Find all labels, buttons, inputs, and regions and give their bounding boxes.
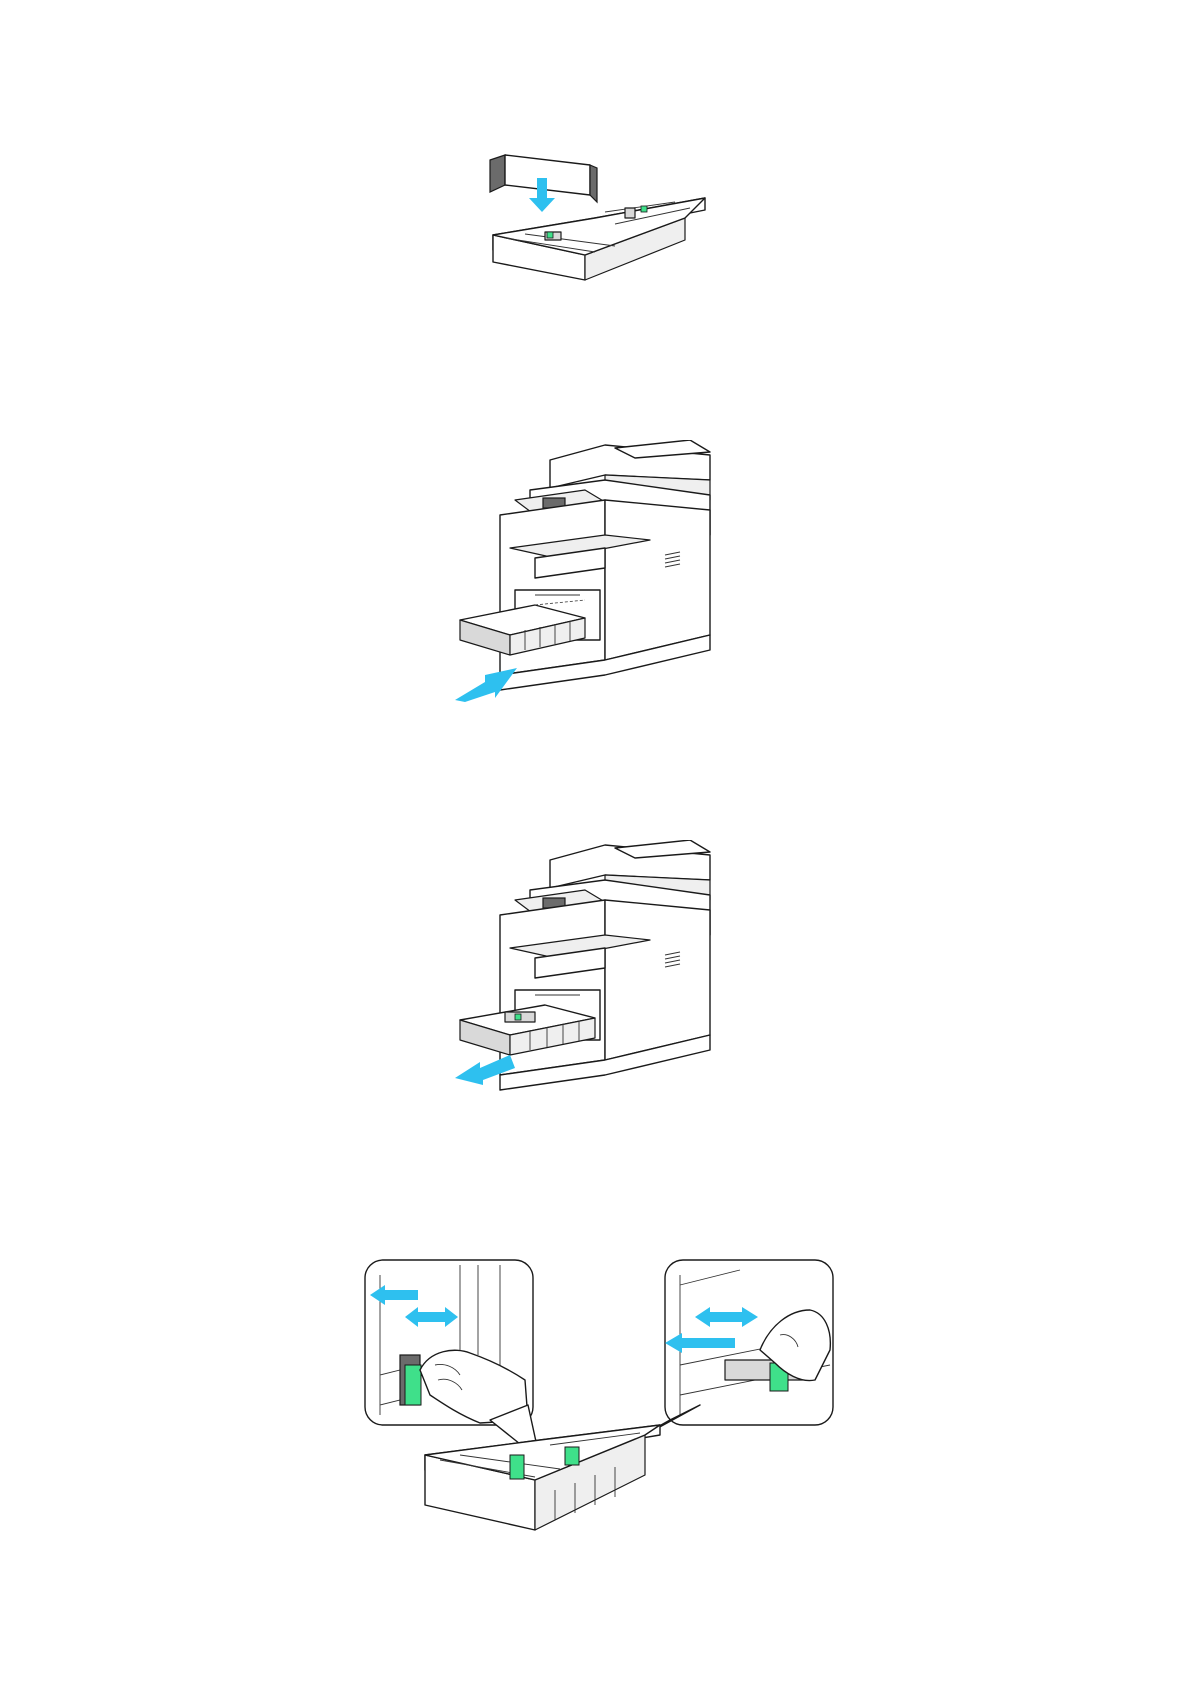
figure-tray-guides-adjust — [360, 1255, 840, 1550]
figure-printer-tray-pull-out — [455, 840, 745, 1120]
figure-tray-cover-insert — [485, 150, 715, 300]
guide-tab-icon — [565, 1447, 579, 1465]
guide-tab-icon — [641, 206, 647, 212]
figure-printer-tray-push-in — [455, 440, 745, 715]
guide-tab-icon — [510, 1455, 524, 1479]
printer-push-in-illustration — [455, 440, 745, 715]
printer-pull-out-illustration — [455, 840, 745, 1120]
tray-cover-illustration — [485, 150, 715, 300]
guide-tab-icon — [547, 232, 553, 238]
guide-tab-icon — [515, 1014, 521, 1020]
guide-tab-icon — [405, 1365, 421, 1405]
tray-guides-illustration — [360, 1255, 840, 1550]
